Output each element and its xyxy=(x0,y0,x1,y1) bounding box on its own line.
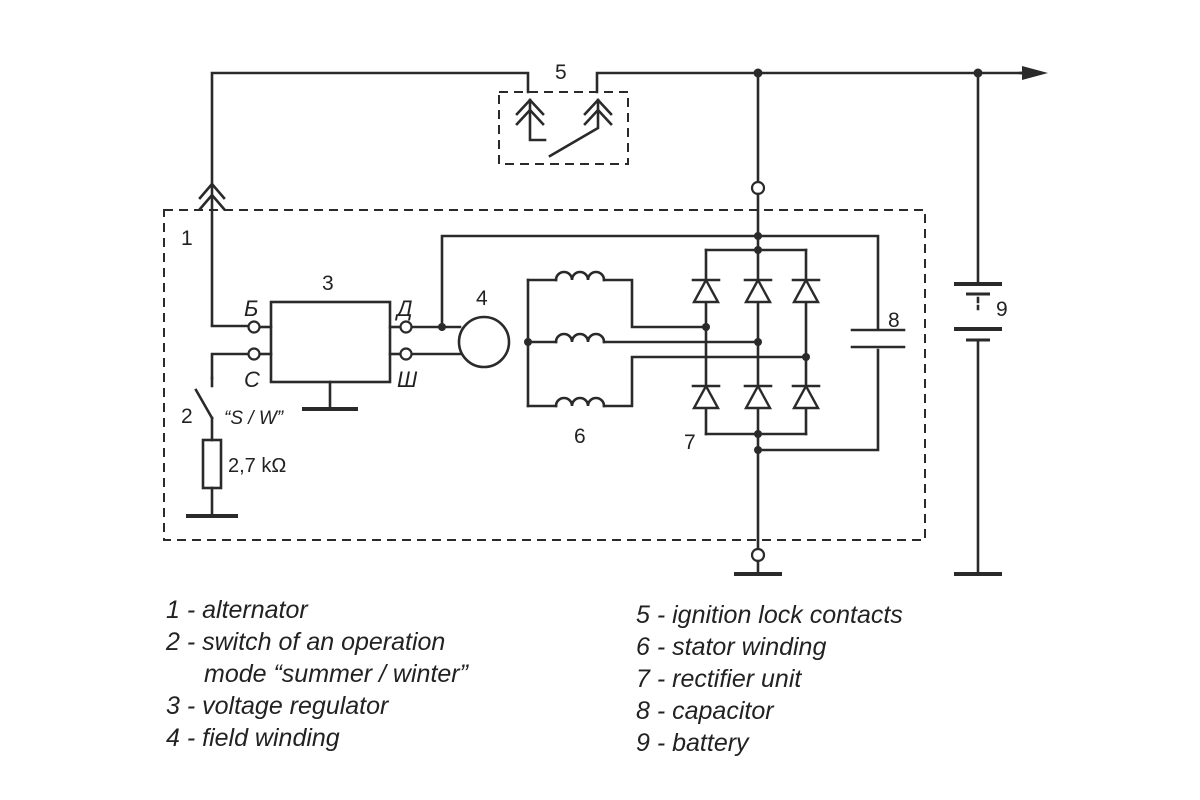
terminal-label-b: Б xyxy=(244,296,258,321)
legend-item: 8 - capacitor xyxy=(636,697,774,725)
legend-left: 1 - alternator 2 - switch of an operatio… xyxy=(166,594,468,754)
legend-item: 1 - alternator xyxy=(166,596,308,624)
label-3: 3 xyxy=(322,272,334,295)
label-5: 5 xyxy=(555,61,567,84)
top-wire xyxy=(210,66,1048,212)
legend-item: mode “summer / winter” xyxy=(204,660,468,688)
ignition-lock-contacts xyxy=(498,91,629,165)
legend-item: 2 - switch of an operation xyxy=(166,628,446,656)
terminal-sh xyxy=(399,347,413,361)
battery xyxy=(954,71,1002,576)
label-6: 6 xyxy=(574,425,586,448)
field-winding xyxy=(457,315,511,369)
legend-item: 9 - battery xyxy=(636,729,749,757)
legend-item: 7 - rectifier unit xyxy=(636,665,802,693)
diode-icon xyxy=(791,277,821,304)
output-arrow-icon xyxy=(1022,66,1048,80)
stator-winding xyxy=(524,270,808,408)
diode-icon xyxy=(743,277,773,304)
terminal-label-sh: Ш xyxy=(397,367,418,392)
alternator-output-connector xyxy=(198,182,226,327)
diode-icon xyxy=(691,277,721,304)
switch-label: “S / W” xyxy=(224,408,285,429)
label-7: 7 xyxy=(684,431,696,454)
alternator-enclosure xyxy=(163,209,926,541)
terminal-label-c: С xyxy=(244,367,260,392)
diode-icon xyxy=(743,383,773,410)
resistor-label: 2,7 kΩ xyxy=(228,455,286,477)
mode-switch xyxy=(186,376,238,518)
label-2: 2 xyxy=(181,405,193,428)
terminal-b xyxy=(247,320,261,334)
legend-item: 3 - voltage regulator xyxy=(166,692,389,720)
voltage-regulator xyxy=(210,234,880,411)
label-8: 8 xyxy=(888,309,900,332)
rectifier-unit xyxy=(691,232,880,576)
terminal-label-d: Д xyxy=(394,296,413,321)
resistor xyxy=(201,438,223,490)
diode-icon xyxy=(791,383,821,410)
diode-icon xyxy=(691,383,721,410)
label-9: 9 xyxy=(996,298,1008,321)
legend-item: 5 - ignition lock contacts xyxy=(636,601,903,629)
legend-item: 6 - stator winding xyxy=(636,633,827,661)
terminal-c xyxy=(247,347,261,361)
terminal-d xyxy=(399,320,413,334)
legend-item: 4 - field winding xyxy=(166,724,340,752)
label-4: 4 xyxy=(476,287,488,310)
b-plus-terminal xyxy=(750,180,766,196)
capacitor xyxy=(850,328,906,349)
ground-terminal xyxy=(750,547,766,563)
legend-right: 5 - ignition lock contacts 6 - stator wi… xyxy=(636,599,903,759)
label-1: 1 xyxy=(181,227,193,250)
